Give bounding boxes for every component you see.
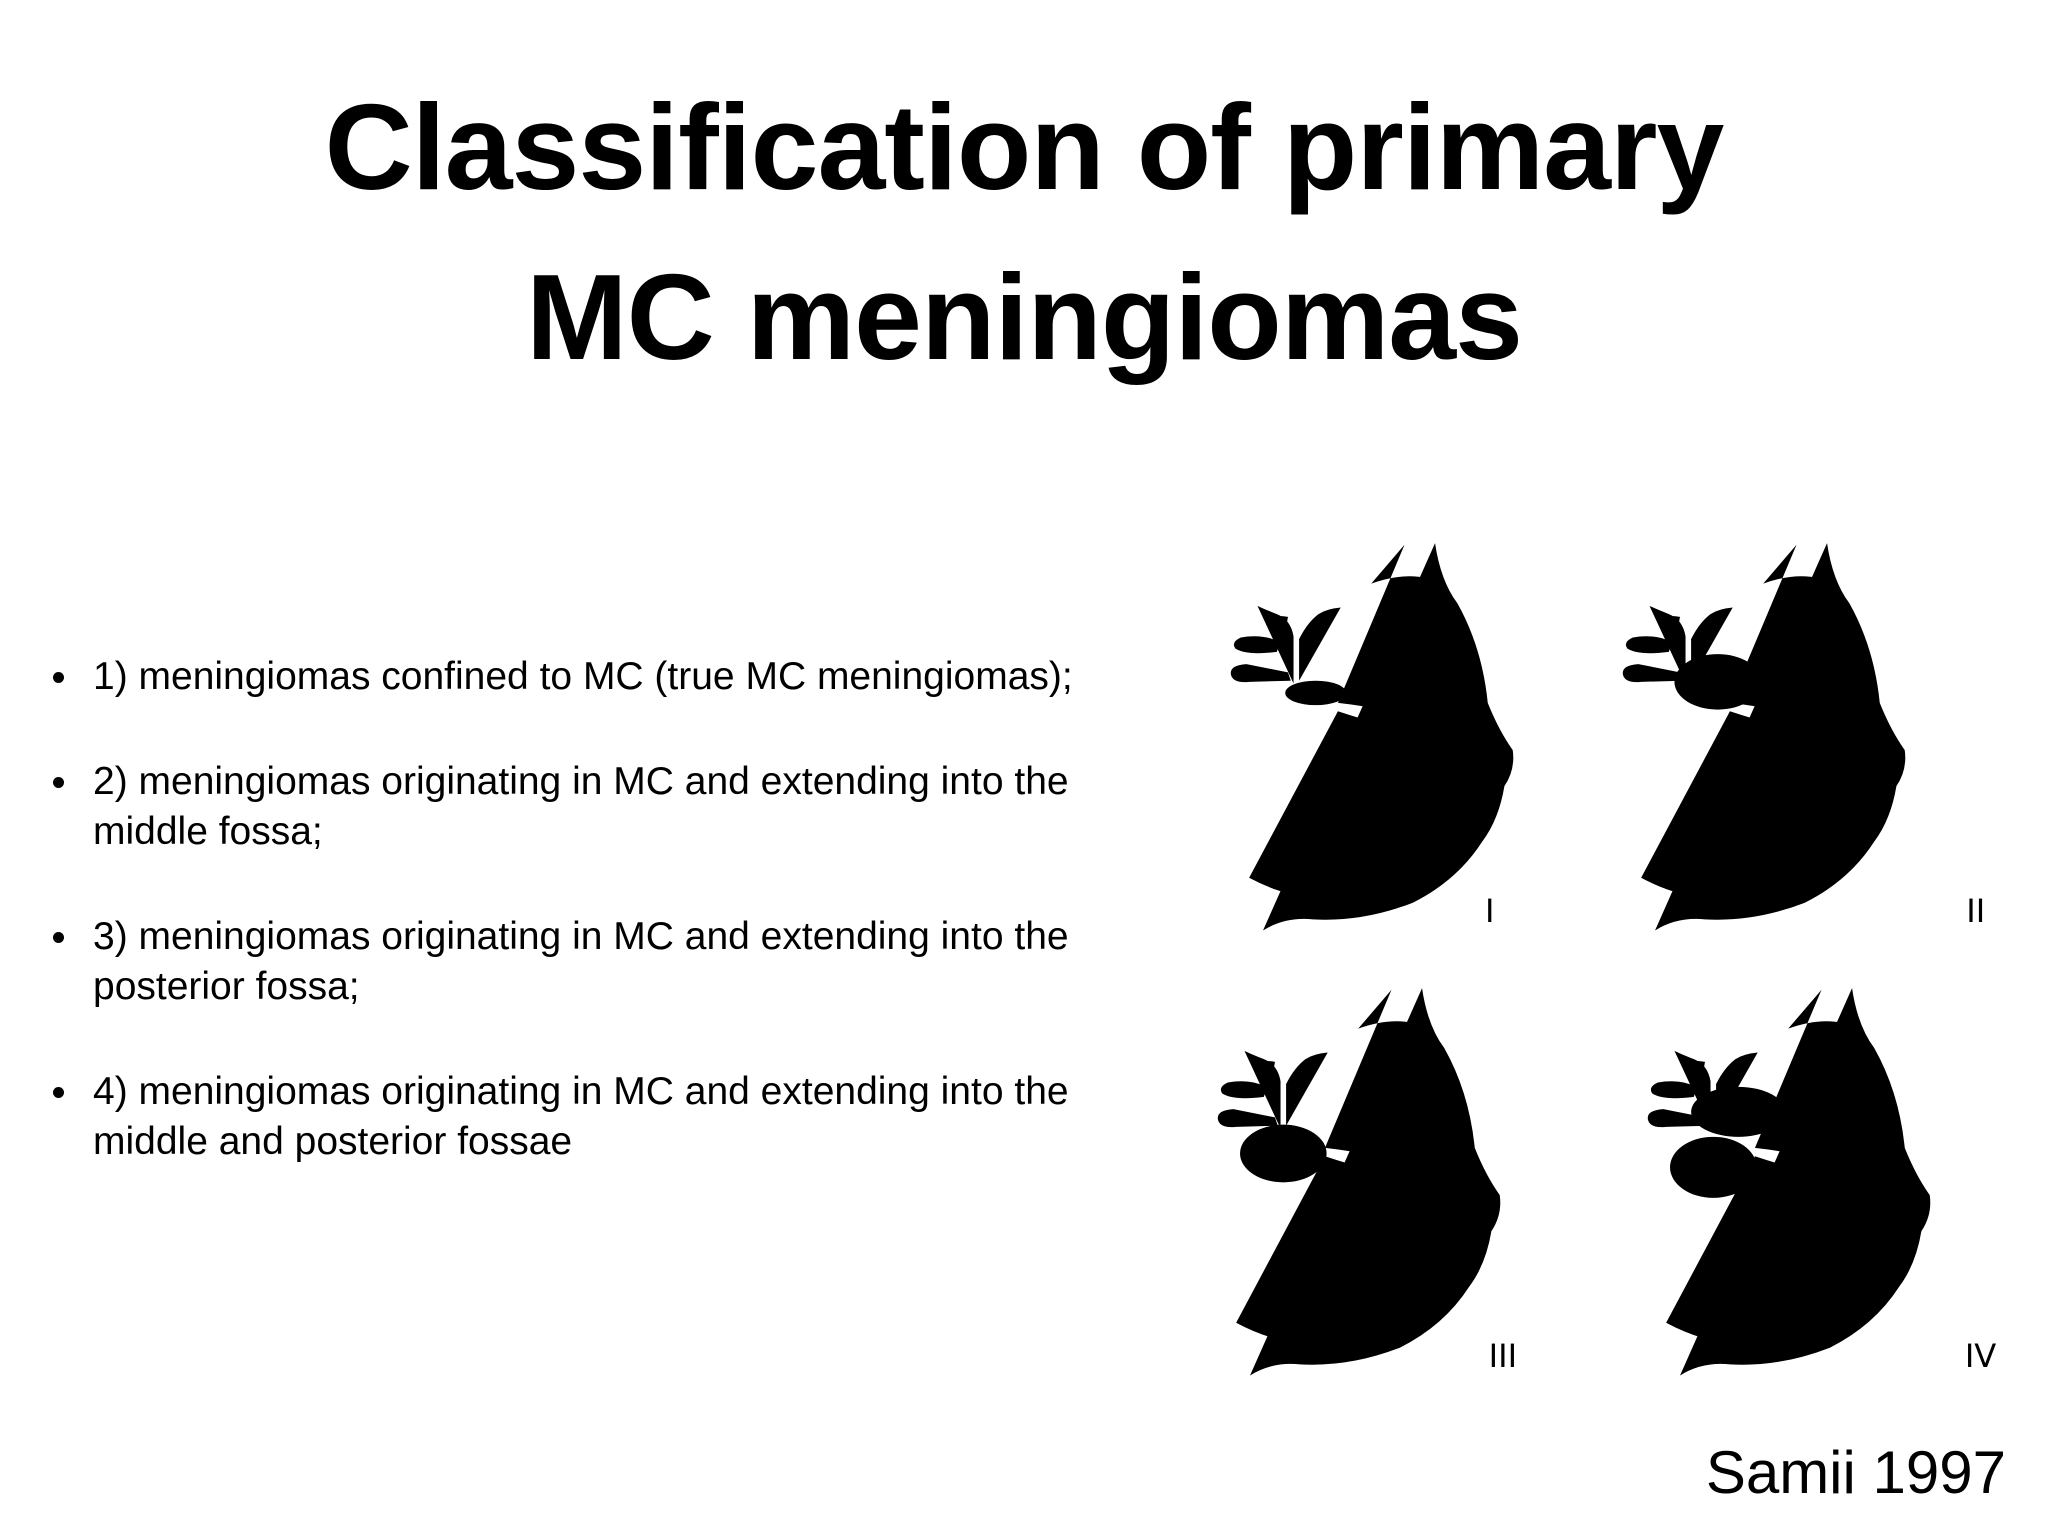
meningioma-diagram-type-2: II [1622, 543, 1985, 931]
bullet-text: 4) meningiomas originating in MC and ext… [93, 1070, 1069, 1163]
bullet-icon [53, 672, 64, 683]
tumor-shape [1240, 1124, 1327, 1183]
bullet-item: 2) meningiomas originating in MC and ext… [48, 757, 1128, 857]
meningioma-diagram-type-1: I [1230, 543, 1514, 931]
bullet-item: 3) meningiomas originating in MC and ext… [48, 912, 1128, 1012]
figure-panel-type-4: IV [1641, 987, 1996, 1381]
panel-label: IV [1965, 1337, 1997, 1375]
bullet-icon [53, 1087, 64, 1098]
tumor-shape [1285, 680, 1347, 706]
tumor-shape [1670, 1136, 1757, 1198]
bullet-item: 1) meningiomas confined to MC (true MC m… [48, 652, 1128, 702]
panel-label: I [1485, 892, 1495, 930]
figure-panel-type-3: III [1211, 987, 1517, 1381]
meningioma-diagram-type-3: III [1217, 988, 1517, 1376]
figure-panel-type-1: I [1224, 542, 1524, 936]
title-line-2: MC meningiomas [525, 249, 1523, 385]
panel-label: II [1966, 892, 1985, 930]
slide-title: Classification of primary MC meningiomas [0, 62, 2048, 402]
title-line-1: Classification of primary [324, 79, 1725, 215]
panel-label: III [1489, 1337, 1517, 1375]
bullet-item: 4) meningiomas originating in MC and ext… [48, 1067, 1128, 1167]
tumor-shape [1691, 1086, 1786, 1137]
bullet-icon [53, 932, 64, 943]
bullet-text: 3) meningiomas originating in MC and ext… [93, 915, 1069, 1008]
bullet-text: 1) meningiomas confined to MC (true MC m… [93, 655, 1073, 698]
citation: Samii 1997 [1705, 1439, 2006, 1506]
bullet-icon [53, 777, 64, 788]
figure-panel-type-2: II [1616, 542, 1985, 936]
tumor-shape [1674, 654, 1762, 710]
meningioma-diagram-type-4: IV [1647, 988, 1996, 1376]
bullet-text: 2) meningiomas originating in MC and ext… [93, 760, 1069, 853]
bullet-list: 1) meningiomas confined to MC (true MC m… [48, 652, 1128, 1222]
